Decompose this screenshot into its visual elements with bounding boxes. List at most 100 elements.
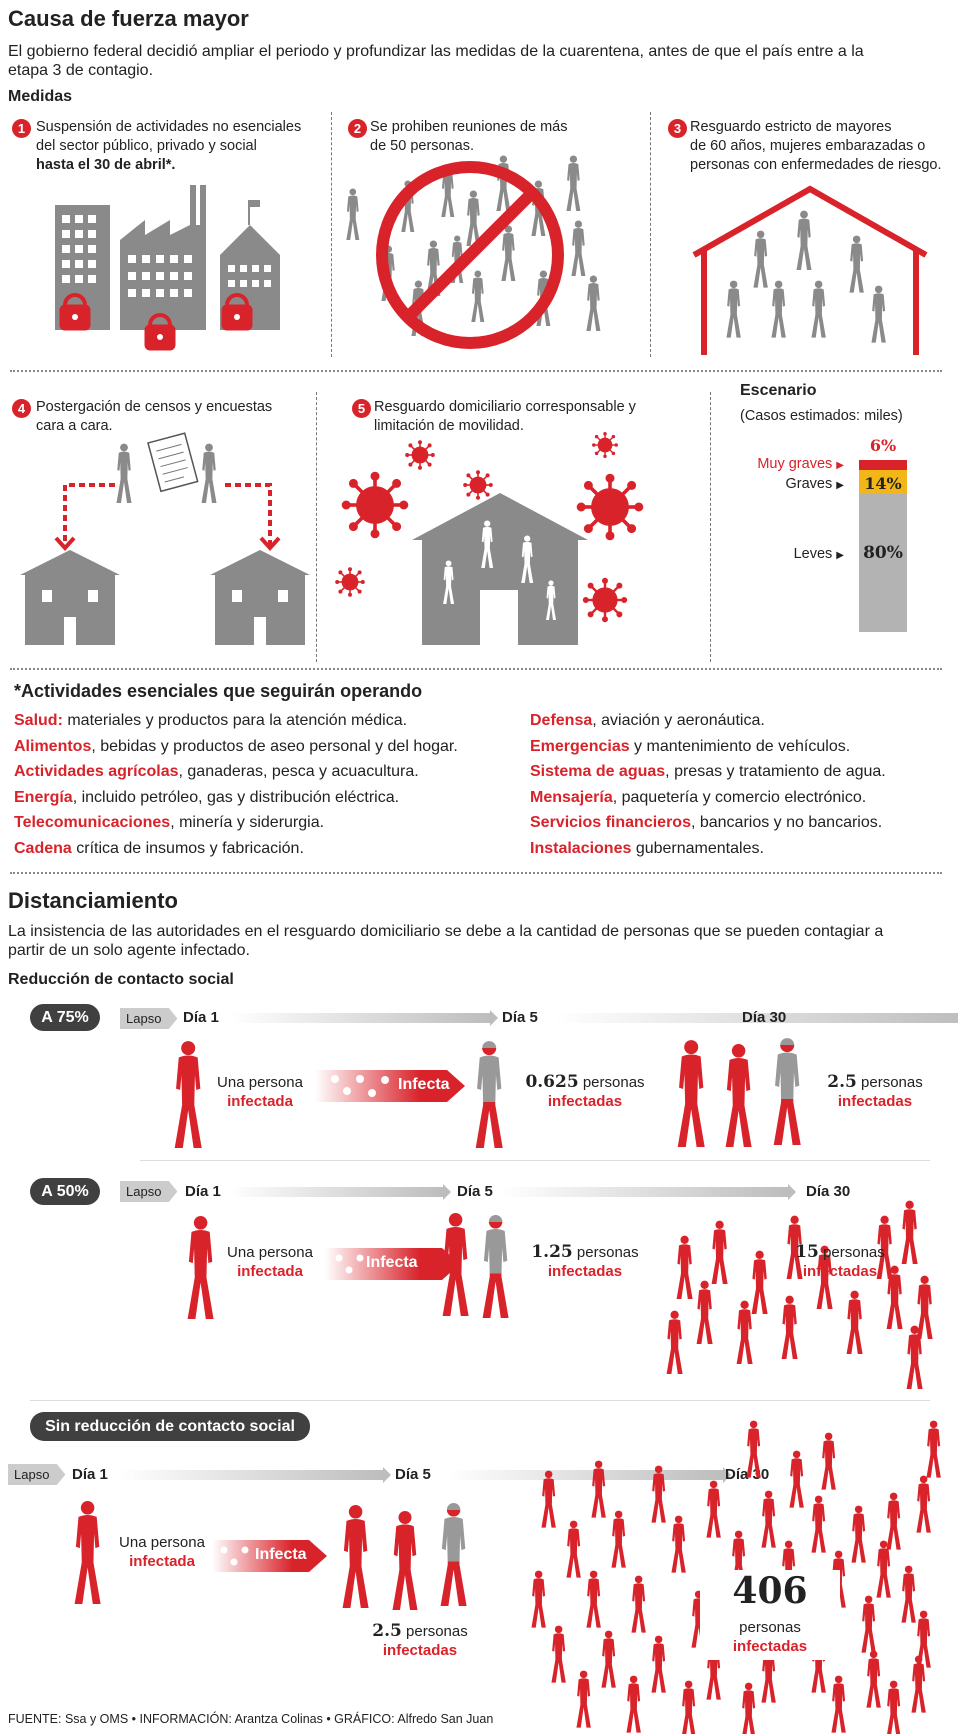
crowd-person: [651, 1465, 666, 1523]
crowd-person: [681, 1680, 696, 1734]
page-title: Causa de fuerza mayor: [8, 6, 249, 31]
esencial-item: Defensa, aviación y aeronáutica.: [530, 708, 886, 734]
day-label: Día 5: [457, 1183, 493, 1200]
crowd-person: [611, 1510, 626, 1568]
level-label-leves: Leves ▶: [793, 546, 844, 562]
crowd-person: [566, 1520, 581, 1578]
escenario-subtitle: (Casos estimados: miles): [740, 408, 903, 424]
crowd-person: [851, 1505, 866, 1563]
crowd-person: [911, 1655, 926, 1713]
crowd-person: [631, 1575, 646, 1633]
bar-segment-graves: [859, 470, 907, 495]
level-label-muy-graves: Muy graves ▶: [757, 456, 844, 472]
infecta-label: Infecta: [255, 1546, 307, 1563]
crowd-person: [671, 1515, 686, 1573]
escenario-title: Escenario: [740, 382, 817, 399]
esenciales-right-list: Defensa, aviación y aeronáutica. Emergenc…: [530, 708, 886, 861]
medida-1: 1 Suspensión de actividades no esenciale…: [12, 118, 312, 175]
esencial-item: Salud: materiales y productos para la at…: [14, 708, 458, 734]
infecta-label: Infecta: [398, 1076, 450, 1093]
medida-text: limitación de movilidad.: [374, 418, 524, 434]
bar-segment-muy-graves: [859, 460, 907, 471]
esencial-item: Servicios financieros, bancarios y no ba…: [530, 810, 886, 836]
esencial-text: , minería y siderurgia.: [170, 814, 325, 831]
crowd-person: [651, 1635, 666, 1693]
medidas-heading: Medidas: [8, 88, 73, 105]
esencial-key: Emergencias: [530, 737, 630, 755]
esencial-text: materiales y productos para la atención …: [62, 712, 408, 729]
section-divider: [10, 668, 942, 670]
medida-text: de 60 años, mujeres embarazadas o: [690, 138, 926, 154]
pill-50: A 50%: [30, 1178, 100, 1205]
day-label: Día 30: [806, 1183, 851, 1200]
medida-text: Suspensión de actividades no esenciales: [36, 119, 302, 135]
crowd-person: [821, 1432, 836, 1490]
esencial-key: Cadena: [14, 839, 72, 857]
divider: [710, 392, 711, 662]
crowd-prohibited-icon: [346, 155, 601, 349]
esencial-key: Actividades agrícolas: [14, 763, 179, 780]
esencial-key: Mensajería: [530, 788, 613, 806]
pill-75: A 75%: [30, 1004, 100, 1031]
footer-credits: FUENTE: Ssa y OMS • INFORMACIÓN: Arantza…: [8, 1712, 494, 1726]
crowd-person: [901, 1565, 916, 1623]
day-label: Día 1: [183, 1009, 219, 1026]
esencial-text: , paquetería y comercio electrónico.: [612, 788, 867, 806]
esencial-text: , ganaderas, pesca y acuacultura.: [178, 763, 419, 780]
intro-text: El gobierno federal decidió ampliar el p…: [8, 43, 864, 79]
reduccion-heading: Reducción de contacto social: [8, 971, 234, 988]
day-label: Día 1: [185, 1183, 221, 1200]
medida-5: 5 Resguardo domiciliario corresponsable …: [352, 398, 672, 436]
day-label: Día 1: [72, 1466, 108, 1483]
people-group-icon: [677, 1038, 801, 1147]
esencial-key: Defensa: [530, 712, 593, 729]
medida-number: 3: [668, 119, 687, 138]
medida-number: 4: [12, 399, 31, 418]
esencial-item: Actividades agrícolas, ganaderas, pesca …: [14, 759, 458, 785]
crowd-person: [741, 1682, 756, 1734]
person-infected-icon: [74, 1501, 101, 1604]
divider: [331, 112, 332, 357]
medida-text: personas con enfermedades de riesgo.: [690, 157, 942, 173]
infecta-arrow: [315, 1070, 465, 1102]
medida-text: Resguardo domiciliario corresponsable y: [374, 399, 636, 415]
crowd-person: [576, 1670, 591, 1728]
lapso-tag: Lapso: [120, 1008, 178, 1029]
medida-text: del sector público, privado y social: [36, 138, 257, 154]
infecta-arrow: [325, 1248, 460, 1280]
esencial-key: Alimentos: [14, 737, 92, 755]
medida-4: 4 Postergación de censos y encuestas car…: [12, 398, 312, 436]
crowd-person: [531, 1570, 546, 1628]
medida-text: cara a cara.: [36, 418, 113, 434]
people-crowd-icon: [666, 1200, 933, 1389]
esencial-key: Energía: [14, 788, 73, 806]
medida-number: 1: [12, 119, 31, 138]
crowd-person: [861, 1595, 876, 1653]
esenciales-left-list: Salud: materiales y productos para la at…: [14, 708, 458, 861]
divider: [316, 392, 317, 662]
medida-text: Postergación de censos y encuestas: [36, 399, 273, 415]
esencial-text: , presas y tratamiento de agua.: [665, 763, 886, 780]
lapso-tag: Lapso: [120, 1181, 178, 1202]
crowd-person: [591, 1460, 606, 1518]
person-infected-icon: [187, 1216, 214, 1319]
esencial-key: Instalaciones: [530, 839, 632, 857]
esencial-item: Sistema de aguas, presas y tratamiento d…: [530, 759, 886, 785]
timeline-bar: [230, 1010, 958, 1026]
medida-text: de 50 personas.: [370, 138, 474, 154]
census-houses-icon: [20, 432, 310, 645]
medida-number: 5: [352, 399, 371, 418]
esencial-key: Telecomunicaciones: [14, 814, 171, 831]
scenario-divider: [30, 1400, 930, 1401]
people-pair-icon: [442, 1213, 509, 1318]
infecta-label: Infecta: [366, 1254, 418, 1271]
crowd-person: [886, 1492, 901, 1550]
crowd-person: [831, 1675, 846, 1733]
bar-segment-leves: [859, 494, 907, 632]
esencial-text: , incluido petróleo, gas y distribución …: [72, 788, 400, 806]
